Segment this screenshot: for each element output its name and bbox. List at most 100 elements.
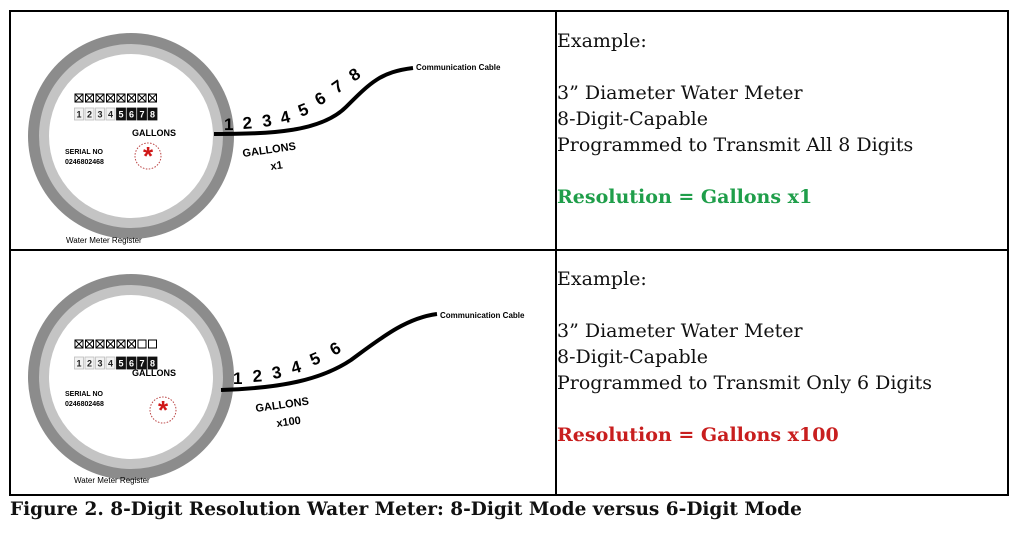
digit-wheel-number: 3	[97, 110, 102, 120]
register-caption: Water Meter Register	[74, 476, 150, 485]
digit-wheel-number: 3	[97, 359, 102, 369]
digit-wheel: 3	[95, 107, 105, 121]
transmitted-digit: 3	[270, 363, 283, 383]
programming-line: Programmed to Transmit All 8 Digits	[557, 134, 914, 156]
register-gallons-label: GALLONS	[132, 128, 176, 138]
example-label: Example:	[557, 268, 647, 290]
digit-wheel-number: 4	[108, 110, 113, 120]
digit-wheel: 4	[105, 356, 116, 370]
transmit-indicator-box	[116, 339, 126, 349]
serial-label: SERIAL NO	[65, 149, 104, 156]
digit-wheel: 6	[126, 356, 137, 370]
transmitted-digit: 5	[295, 100, 311, 121]
digit-wheel-number: 8	[150, 359, 155, 369]
transmit-indicator-box	[95, 339, 105, 349]
register-gallons-label: GALLONS	[132, 368, 176, 378]
transmit-indicator-box	[148, 339, 157, 349]
cable-label: Communication Cable	[416, 63, 501, 72]
communication-cable-line	[220, 312, 438, 392]
flow-indicator-icon: *	[149, 395, 177, 425]
digit-wheel: 5	[116, 356, 126, 370]
digit-wheel-number: 5	[118, 359, 123, 369]
digit-wheel: 8	[147, 107, 158, 121]
cable-gallons-label: GALLONS	[255, 396, 310, 415]
transmit-indicator-box	[106, 93, 115, 103]
transmitted-digit: 4	[289, 357, 304, 378]
transmitted-digit: 1	[233, 369, 242, 388]
digit-wheel-number: 4	[108, 359, 113, 369]
capability-line: 8-Digit-Capable	[557, 108, 708, 130]
transmit-indicator-box	[106, 339, 115, 349]
digit-wheel-number: 8	[150, 110, 155, 120]
transmitted-digit: 4	[278, 107, 292, 128]
meter-dial-face	[49, 295, 213, 459]
transmit-indicator-box	[148, 93, 157, 103]
digit-wheel: 5	[116, 107, 126, 121]
digit-wheel: 1	[74, 107, 84, 121]
digit-wheel: 7	[137, 356, 147, 370]
serial-label: SERIAL NO	[65, 391, 104, 398]
digit-wheel-number: 1	[76, 359, 81, 369]
digit-wheel: 8	[147, 356, 158, 370]
transmitted-digit: 2	[242, 113, 253, 133]
cable-multiplier: x100	[276, 415, 302, 430]
serial-number: 0246802468	[65, 159, 104, 166]
transmit-indicator-box	[85, 93, 94, 103]
resolution-text: Resolution = Gallons x100	[557, 424, 839, 446]
example-label: Example:	[557, 30, 647, 52]
transmit-indicator-box	[116, 93, 126, 103]
transmit-indicator-box	[74, 339, 84, 349]
transmitted-digit: 8	[345, 64, 364, 85]
svg-text:*: *	[158, 395, 169, 425]
resolution-text: Resolution = Gallons x1	[557, 186, 813, 208]
programming-line: Programmed to Transmit Only 6 Digits	[557, 372, 933, 394]
transmitted-digit: 3	[261, 111, 273, 131]
transmit-indicator-box	[95, 93, 105, 103]
digit-wheel-number: 6	[129, 359, 134, 369]
transmitted-digit: 6	[312, 88, 330, 109]
digit-wheel: 7	[137, 107, 147, 121]
digit-wheel: 4	[105, 107, 116, 121]
transmitted-digit: 1	[224, 115, 233, 134]
meter-dial-face	[49, 54, 213, 218]
digit-wheel-number: 5	[118, 110, 123, 120]
flow-indicator-icon: *	[134, 141, 162, 171]
example-text-6-digit: Example: 3” Diameter Water Meter 8-Digit…	[557, 266, 987, 448]
figure-caption: Figure 2. 8-Digit Resolution Water Meter…	[10, 499, 802, 520]
transmitted-digit: 5	[307, 348, 323, 369]
column-divider	[555, 12, 557, 494]
meter-size-line: 3” Diameter Water Meter	[557, 320, 803, 342]
example-text-8-digit: Example: 3” Diameter Water Meter 8-Digit…	[557, 28, 987, 210]
transmit-indicator-box	[127, 93, 136, 103]
cable-multiplier: x1	[270, 159, 284, 173]
cable-label: Communication Cable	[440, 311, 525, 320]
transmit-indicator-row	[74, 93, 157, 103]
transmitted-digit: 2	[252, 366, 263, 386]
transmit-indicator-box	[74, 93, 84, 103]
digit-wheel: 1	[74, 356, 84, 370]
digit-wheel-number: 7	[139, 359, 144, 369]
transmit-indicator-box	[137, 93, 147, 103]
meter-size-line: 3” Diameter Water Meter	[557, 82, 803, 104]
digit-wheel: 2	[84, 107, 95, 121]
digit-wheel: 3	[95, 356, 105, 370]
transmit-indicator-box	[137, 339, 147, 349]
digit-wheel-number: 6	[129, 110, 134, 120]
transmit-indicator-box	[85, 339, 94, 349]
svg-text:*: *	[143, 141, 154, 171]
digit-wheel: 6	[126, 107, 137, 121]
communication-cable-line	[213, 66, 414, 136]
register-caption: Water Meter Register	[66, 236, 142, 245]
capability-line: 8-Digit-Capable	[557, 346, 708, 368]
transmitted-digit: 6	[327, 338, 345, 359]
digit-wheel-number: 2	[87, 359, 92, 369]
